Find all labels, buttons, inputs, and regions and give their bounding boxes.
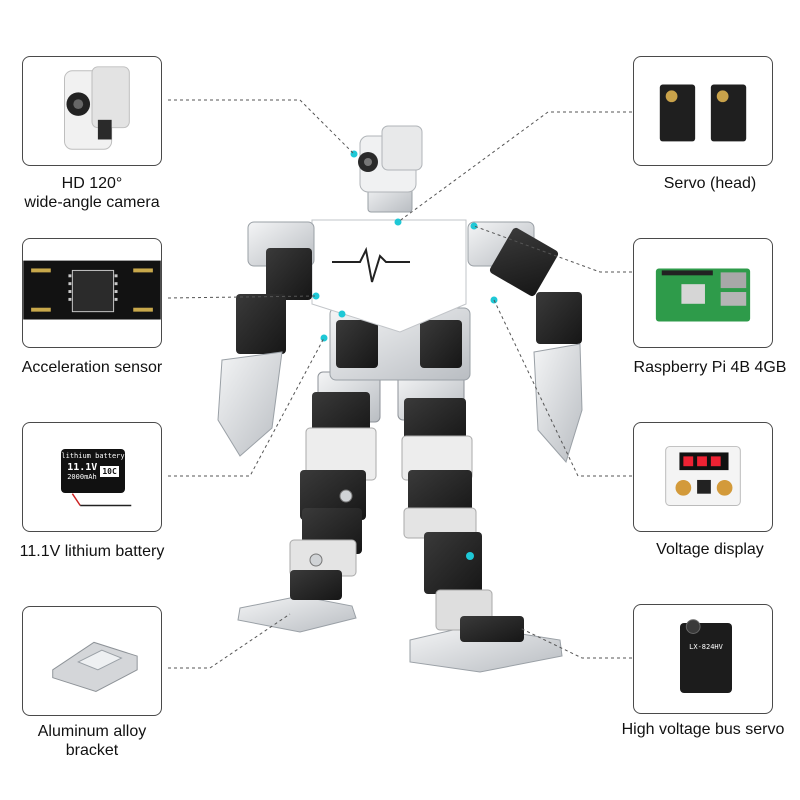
bracket-caption-line2: bracket	[65, 742, 119, 759]
battery-pack: lithium battery 11.1V 2000mAh 10C	[61, 449, 125, 493]
servo-head-caption: Servo (head)	[600, 174, 800, 193]
heartbeat-line	[332, 246, 410, 283]
bus-servo-caption-text: High voltage bus servo	[621, 721, 785, 738]
battery-box: lithium battery 11.1V 2000mAh 10C	[22, 422, 162, 532]
chip-icon	[23, 260, 161, 320]
torso	[311, 219, 471, 381]
left-leg	[289, 371, 381, 600]
accent-dots	[312, 150, 498, 342]
raspberry-caption: Raspberry Pi 4B 4GB	[600, 358, 800, 377]
bus-servo-box: LX-824HV	[633, 604, 773, 714]
bus-servo-model: LX-824HV	[689, 643, 723, 651]
accel-caption: Acceleration sensor	[0, 358, 202, 377]
battery-caption: 11.1V lithium battery	[0, 542, 202, 561]
servo-icon	[659, 84, 747, 142]
voltage-caption: Voltage display	[600, 540, 800, 559]
robot-head	[358, 125, 423, 213]
servo-head-box	[633, 56, 773, 166]
voltage-display-icon	[665, 446, 741, 506]
camera-caption-line1: HD 120°	[61, 175, 123, 192]
battery-pack-title: lithium battery	[61, 452, 125, 460]
bracket-icon	[52, 641, 138, 692]
battery-pack-rating: 10C	[100, 466, 119, 477]
battery-pack-voltage: 11.1V	[67, 462, 98, 473]
battery-caption-text: 11.1V lithium battery	[19, 543, 165, 560]
bracket-caption-line1: Aluminum alloy	[37, 723, 147, 740]
bracket-caption: Aluminum alloy bracket	[0, 722, 202, 760]
raspberry-pi-icon	[655, 268, 751, 322]
left-foot	[237, 595, 357, 633]
camera-caption: HD 120° wide-angle camera	[0, 174, 202, 212]
servo-head-caption-text: Servo (head)	[663, 175, 757, 192]
raspberry-box	[633, 238, 773, 348]
voltage-caption-text: Voltage display	[656, 541, 764, 558]
bus-servo-body: LX-824HV	[680, 623, 732, 693]
camera-box	[22, 56, 162, 166]
bracket-box	[22, 606, 162, 716]
left-arm	[217, 221, 315, 457]
battery-wire-icon	[71, 493, 132, 507]
bus-servo-icon	[685, 619, 701, 634]
bus-servo-caption: High voltage bus servo	[593, 720, 800, 739]
voltage-box	[633, 422, 773, 532]
leader-lines	[167, 99, 632, 669]
camera-caption-line2: wide-angle camera	[24, 194, 160, 211]
accel-box	[22, 238, 162, 348]
right-leg	[397, 371, 524, 642]
accel-caption-text: Acceleration sensor	[21, 359, 163, 376]
right-arm	[467, 221, 583, 464]
raspberry-caption-text: Raspberry Pi 4B 4GB	[633, 359, 787, 376]
camera-icon	[64, 66, 130, 150]
battery-pack-capacity: 2000mAh	[67, 473, 97, 481]
